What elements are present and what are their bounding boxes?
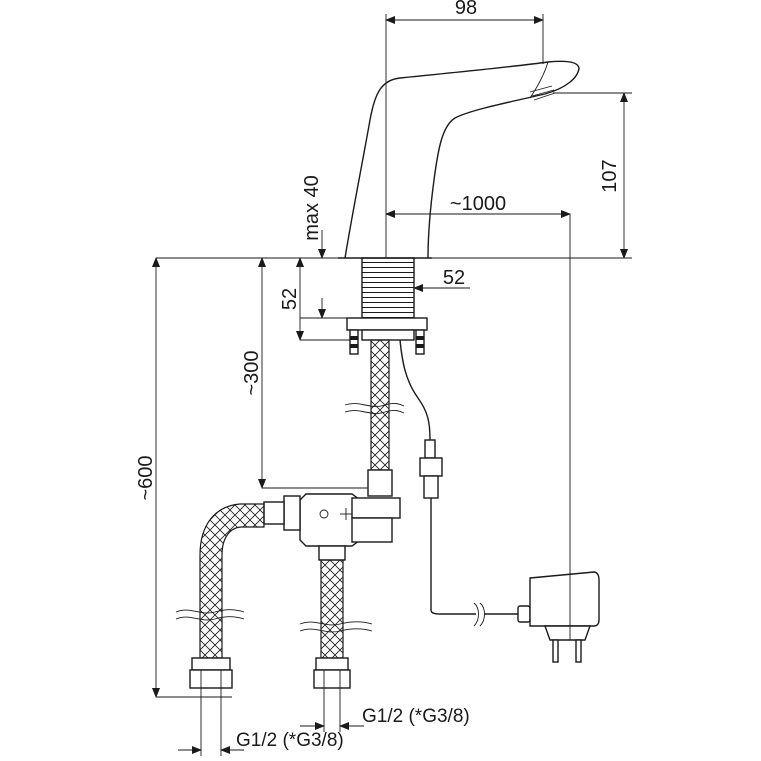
vertical-hose [344,339,405,497]
dimension-cable-length: ~1000 [385,193,571,640]
label-thread-right: G1/2 (*G3/8) [362,706,470,727]
label-hose-to-valve: ~300 [241,350,263,395]
mixing-valve [263,493,401,561]
label-shank-length: 52 [279,288,301,310]
dimension-max-thickness: max 40 [156,175,362,319]
dimension-spout-reach: 98 [385,0,544,258]
threaded-shank [346,257,428,355]
bent-hose [175,503,265,689]
faucet-body [338,60,580,259]
label-hose-length: ~600 [135,455,157,500]
label-shank-diameter: 52 [443,267,465,289]
power-adapter [517,571,600,663]
dimension-thread-left: G1/2 (*G3/8) [178,688,344,756]
label-thread-left: G1/2 (*G3/8) [236,730,344,751]
label-spout-reach: 98 [455,0,477,19]
dimension-thread-right: G1/2 (*G3/8) [300,688,470,732]
dimension-shank-diameter: 52 [413,258,470,292]
label-spout-height: 107 [599,159,621,192]
label-max-thickness: max 40 [301,175,323,241]
straight-hose [299,559,373,689]
dimension-hose-to-valve: ~300 [241,257,368,489]
sensor-cable [399,339,518,627]
dimension-shank-length: 52 [279,257,350,341]
dimension-spout-height: 107 [432,92,632,259]
label-cable-length: ~1000 [450,193,506,215]
dimension-hose-length: ~600 [135,257,232,698]
